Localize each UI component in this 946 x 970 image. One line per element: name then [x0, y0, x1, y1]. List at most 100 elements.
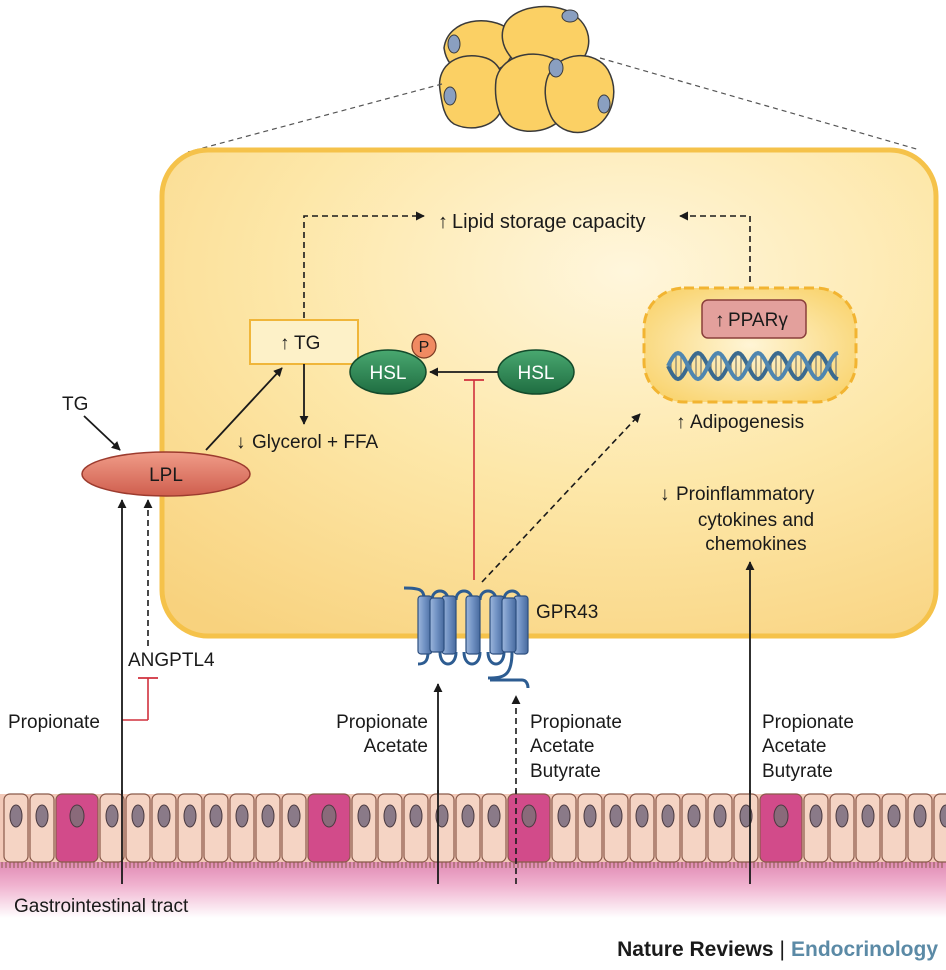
epithelial-cell — [551, 793, 577, 863]
cell-nucleus — [687, 804, 701, 828]
cell-nucleus — [157, 804, 171, 828]
glycerol-ffa-arrow: ↓ — [236, 432, 246, 453]
proinflammatory-line-1: Proinflammatory — [676, 484, 815, 505]
cell-nucleus — [105, 804, 119, 828]
scfa-right-line-1: Propionate — [762, 712, 854, 733]
propionate-left-label: Propionate — [8, 712, 100, 733]
cell-nucleus — [357, 804, 371, 828]
cell-nucleus — [461, 804, 475, 828]
cell-nucleus — [321, 804, 337, 828]
scfa-mid-left-line-1: Propionate — [336, 712, 428, 733]
cell-nucleus — [487, 804, 501, 828]
tg-to-lipid-storage-arrow — [303, 211, 425, 318]
ppar-label: PPARγ — [728, 310, 788, 331]
gi-tract-label: Gastrointestinal tract — [14, 896, 189, 917]
scfa-mid-right-line-3: Butyrate — [530, 761, 601, 782]
cell-nucleus — [609, 804, 623, 828]
angptl4-label: ANGPTL4 — [128, 650, 215, 671]
tg-box-arrow: ↑ — [280, 333, 290, 354]
microvilli — [1, 862, 943, 868]
hsl-phosphorylated-label: HSL — [370, 363, 407, 384]
cell-nucleus — [583, 804, 597, 828]
cell-nucleus — [383, 804, 397, 828]
ppar-to-lipid-storage-arrow — [679, 211, 751, 282]
gut-epithelium — [0, 793, 946, 868]
cell-nucleus — [809, 804, 823, 828]
credit: Nature Reviews|Endocrinology — [617, 938, 938, 961]
scfa-mid-right-line-2: Acetate — [530, 736, 594, 757]
gpr43-label: GPR43 — [536, 602, 598, 623]
epithelial-cell — [455, 793, 481, 863]
cell-nucleus — [235, 804, 249, 828]
adipogenesis-arrow: ↑ — [676, 412, 686, 433]
epithelial-cell — [3, 793, 29, 863]
scfa-mid-right-line-1: Propionate — [530, 712, 622, 733]
cell-nucleus — [713, 804, 727, 828]
goblet-cell — [55, 793, 99, 863]
epithelial-cell — [177, 793, 203, 863]
epithelial-cell — [577, 793, 603, 863]
goblet-cell — [507, 793, 551, 863]
cell-nucleus — [261, 804, 275, 828]
epithelial-cell — [281, 793, 307, 863]
epithelial-cell — [933, 793, 946, 863]
cell-nucleus — [209, 804, 223, 828]
phosphate-label: P — [419, 339, 430, 356]
epithelial-cell — [203, 793, 229, 863]
epithelial-cell — [377, 793, 403, 863]
dna-strand — [666, 350, 839, 382]
cell-nucleus — [183, 804, 197, 828]
cell-nucleus — [739, 804, 753, 828]
zoom-line-left — [187, 83, 443, 153]
tg-box — [249, 319, 359, 365]
epithelial-cell — [707, 793, 733, 863]
ppar-gamma-box — [701, 299, 807, 339]
cell-nucleus — [861, 804, 875, 828]
epithelial-cell — [907, 793, 933, 863]
epithelial-cell — [29, 793, 55, 863]
epithelial-cell — [629, 793, 655, 863]
scfa-right-line-2: Acetate — [762, 736, 826, 757]
cell-nucleus — [773, 804, 789, 828]
cell-nucleus — [435, 804, 449, 828]
adipogenesis-label: Adipogenesis — [690, 412, 804, 433]
lpl-to-tg-arrow — [205, 367, 283, 451]
epithelial-cell — [255, 793, 281, 863]
lpl-enzyme — [81, 451, 251, 497]
epithelial-cell — [429, 793, 455, 863]
epithelial-cell — [881, 793, 907, 863]
cell-nucleus — [835, 804, 849, 828]
scfa-right-line-3: Butyrate — [762, 761, 833, 782]
zoom-line-right — [599, 57, 921, 151]
epithelial-cell — [351, 793, 377, 863]
epithelial-cell — [803, 793, 829, 863]
dna-helix-icon — [666, 350, 839, 382]
gpr43-receptor-icon — [403, 586, 530, 689]
tg-box-label: TG — [294, 333, 320, 354]
epithelial-cell — [403, 793, 429, 863]
gpr43-to-adipogenesis-arrow — [481, 413, 641, 583]
phosphate-badge — [411, 333, 437, 359]
hsl-phosphorylated — [349, 349, 427, 395]
cell-nucleus — [913, 804, 927, 828]
proinflammatory-line-3: chemokines — [705, 534, 806, 555]
epithelial-cell — [733, 793, 759, 863]
epithelial-cell — [603, 793, 629, 863]
lpl-label: LPL — [149, 465, 183, 486]
cell-nucleus — [35, 804, 49, 828]
cell-nucleus — [287, 804, 301, 828]
epithelial-cell — [681, 793, 707, 863]
cell-nucleus — [887, 804, 901, 828]
ppar-arrow: ↑ — [715, 310, 725, 331]
cell-nucleus — [9, 804, 23, 828]
goblet-cell — [307, 793, 351, 863]
cell-nucleus — [131, 804, 145, 828]
lipid-storage-arrow: ↑ — [438, 211, 448, 233]
proinflammatory-line-2: cytokines and — [698, 510, 814, 531]
dna-strand — [666, 350, 839, 382]
tg-input-arrow — [83, 415, 121, 451]
cell-nucleus — [409, 804, 423, 828]
epithelial-cell — [125, 793, 151, 863]
proinflammatory-arrow: ↓ — [660, 484, 670, 505]
